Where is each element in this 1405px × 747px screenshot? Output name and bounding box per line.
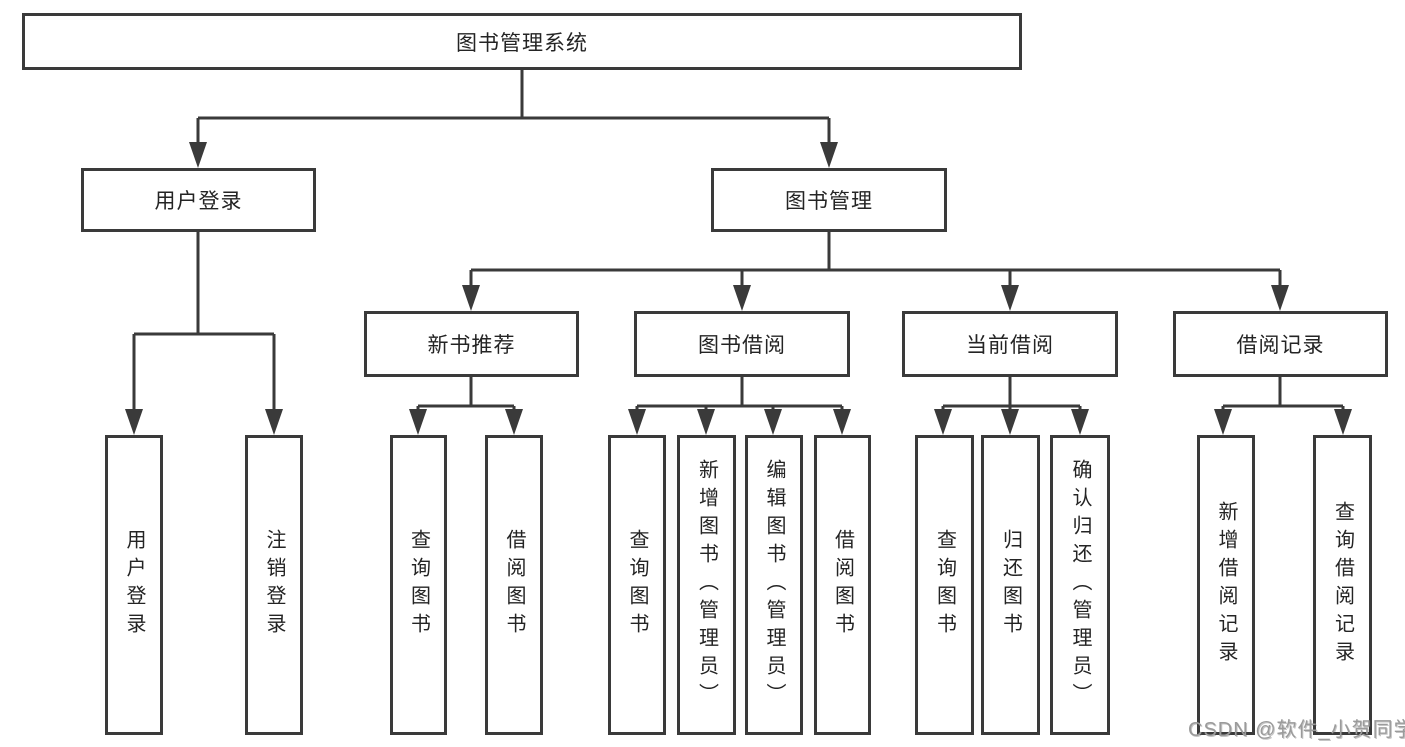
leaf-current-query-book: 查询图书 bbox=[915, 435, 974, 735]
leaf-newbook-query-book-label: 查询图书 bbox=[407, 529, 430, 641]
leaf-user-login-label: 用户登录 bbox=[123, 529, 145, 641]
leaf-records-query-record-label: 查询借阅记录 bbox=[1331, 501, 1354, 669]
node-user-login-module: 用户登录 bbox=[81, 168, 316, 232]
leaf-current-return-book-label: 归还图书 bbox=[999, 529, 1022, 641]
leaf-borrow-add-book-admin: 新增图书（管理员） bbox=[677, 435, 736, 735]
leaf-borrow-query-book: 查询图书 bbox=[608, 435, 666, 735]
node-root-library-system: 图书管理系统 bbox=[22, 13, 1022, 70]
leaf-newbook-query-book: 查询图书 bbox=[390, 435, 447, 735]
leaf-newbook-borrow-book: 借阅图书 bbox=[485, 435, 543, 735]
leaf-current-confirm-return-admin: 确认归还（管理员） bbox=[1050, 435, 1110, 735]
node-book-borrowing: 图书借阅 bbox=[634, 311, 850, 377]
leaf-newbook-borrow-book-label: 借阅图书 bbox=[503, 529, 525, 641]
leaf-current-query-book-label: 查询图书 bbox=[933, 529, 956, 641]
leaf-logout: 注销登录 bbox=[245, 435, 303, 735]
leaf-borrow-borrow-book-label: 借阅图书 bbox=[831, 529, 854, 641]
csdn-watermark: CSDN @软件_小贺同学 bbox=[1188, 719, 1405, 741]
leaf-borrow-edit-book-admin: 编辑图书（管理员） bbox=[745, 435, 803, 735]
node-borrow-records: 借阅记录 bbox=[1173, 311, 1388, 377]
leaf-records-add-record: 新增借阅记录 bbox=[1197, 435, 1255, 735]
node-new-book-recommend: 新书推荐 bbox=[364, 311, 579, 377]
leaf-current-return-book: 归还图书 bbox=[981, 435, 1040, 735]
leaf-current-confirm-return-admin-label: 确认归还（管理员） bbox=[1069, 459, 1091, 711]
leaf-logout-label: 注销登录 bbox=[263, 529, 285, 641]
leaf-borrow-query-book-label: 查询图书 bbox=[626, 529, 648, 641]
node-book-management-module: 图书管理 bbox=[711, 168, 947, 232]
leaf-records-query-record: 查询借阅记录 bbox=[1313, 435, 1372, 735]
leaf-user-login: 用户登录 bbox=[105, 435, 163, 735]
leaf-borrow-borrow-book: 借阅图书 bbox=[814, 435, 871, 735]
leaf-borrow-add-book-admin-label: 新增图书（管理员） bbox=[695, 459, 718, 711]
leaf-records-add-record-label: 新增借阅记录 bbox=[1215, 501, 1237, 669]
node-current-borrowing: 当前借阅 bbox=[902, 311, 1118, 377]
leaf-borrow-edit-book-admin-label: 编辑图书（管理员） bbox=[763, 459, 785, 711]
